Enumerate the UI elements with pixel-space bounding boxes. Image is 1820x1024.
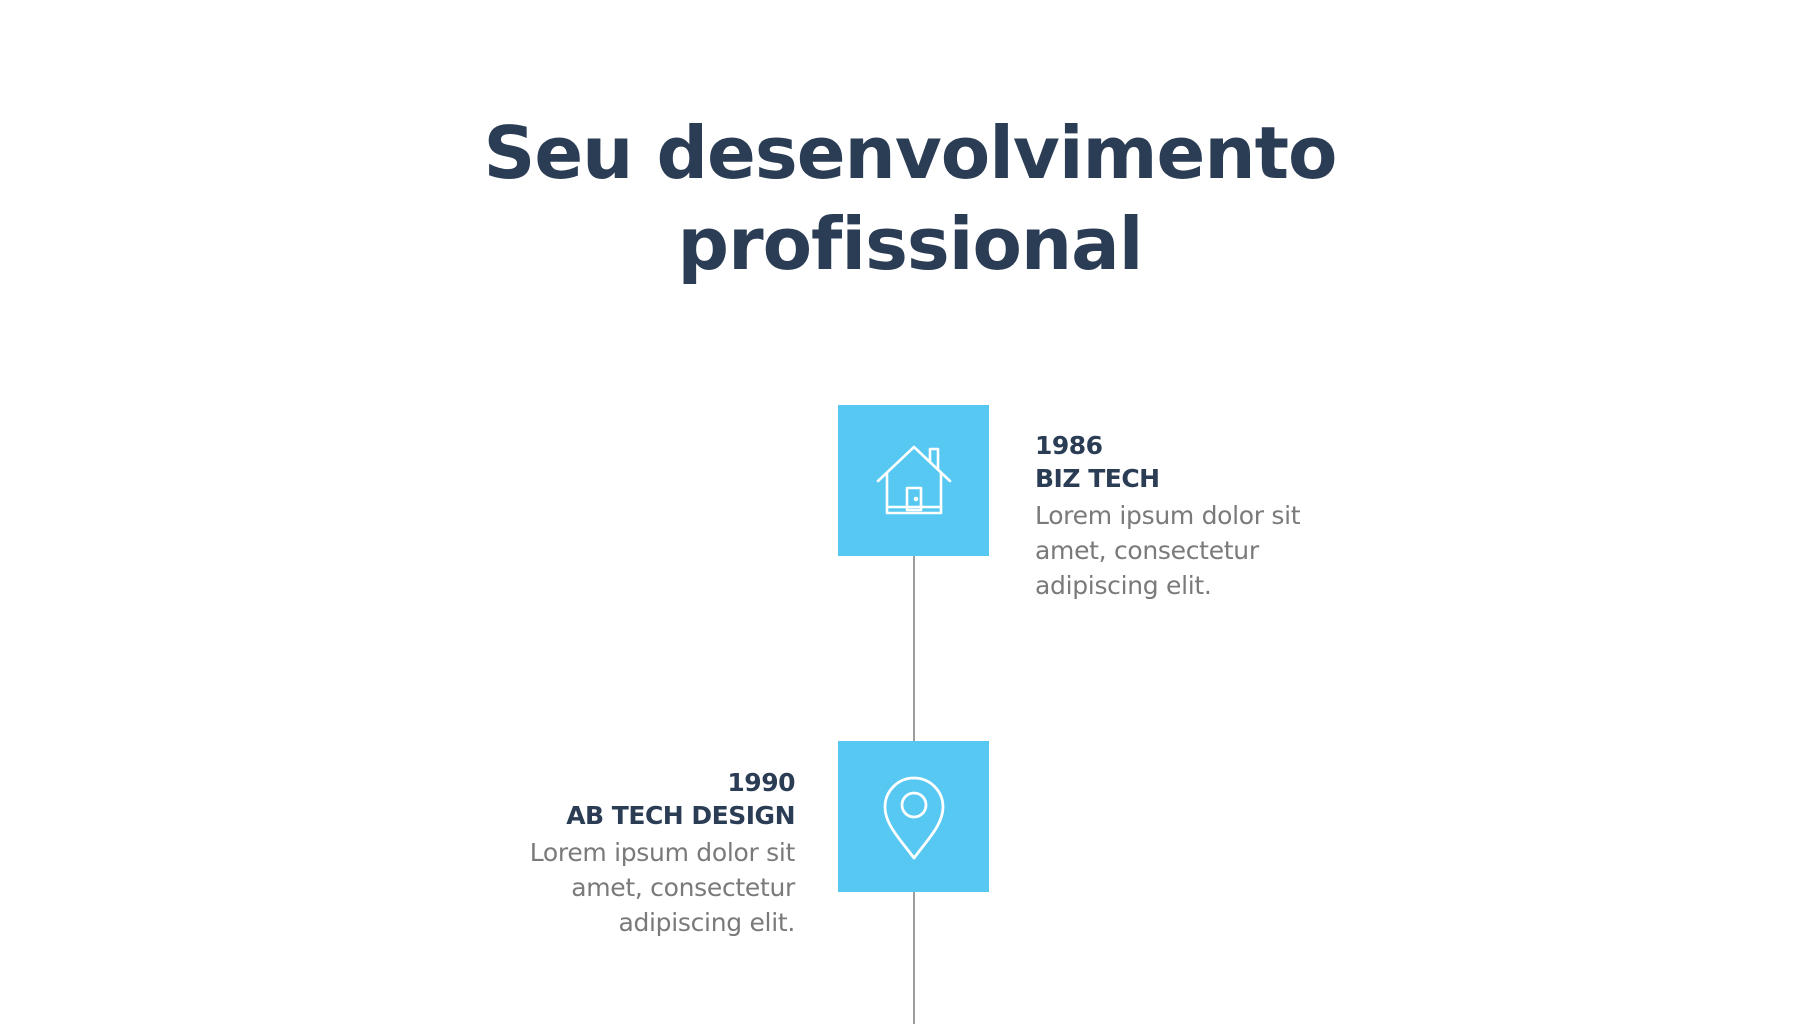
house-icon [876,445,951,514]
entry-description-line: adipiscing elit. [618,908,795,937]
entry-company: AB TECH DESIGN [566,801,795,830]
location-pin-icon [883,776,944,859]
entry-year: 1986 [1035,431,1103,460]
entry-description-line: amet, consectetur [1035,536,1259,565]
page-title-line-1: Seu desenvolvimento [483,111,1337,195]
timeline-icon-box-1 [838,405,989,556]
entry-description-line: Lorem ipsum dolor sit [1035,501,1301,530]
timeline-icon-box-2 [838,741,989,892]
entry-year: 1990 [727,768,795,797]
entry-description-line: Lorem ipsum dolor sit [529,838,796,867]
entry-company: BIZ TECH [1035,464,1160,493]
timeline-entry-2: 1990 AB TECH DESIGN Lorem ipsum dolor si… [475,766,796,940]
timeline-entry-1: 1986 BIZ TECH Lorem ipsum dolor sit amet… [1035,429,1355,603]
page-title: Seu desenvolvimento profissional [0,108,1820,290]
entry-description: Lorem ipsum dolor sit amet, consectetur … [475,835,796,940]
entry-description: Lorem ipsum dolor sit amet, consectetur … [1035,498,1355,603]
entry-description-line: adipiscing elit. [1035,571,1212,600]
entry-description-line: amet, consectetur [571,873,795,902]
page-title-line-2: profissional [677,202,1144,286]
